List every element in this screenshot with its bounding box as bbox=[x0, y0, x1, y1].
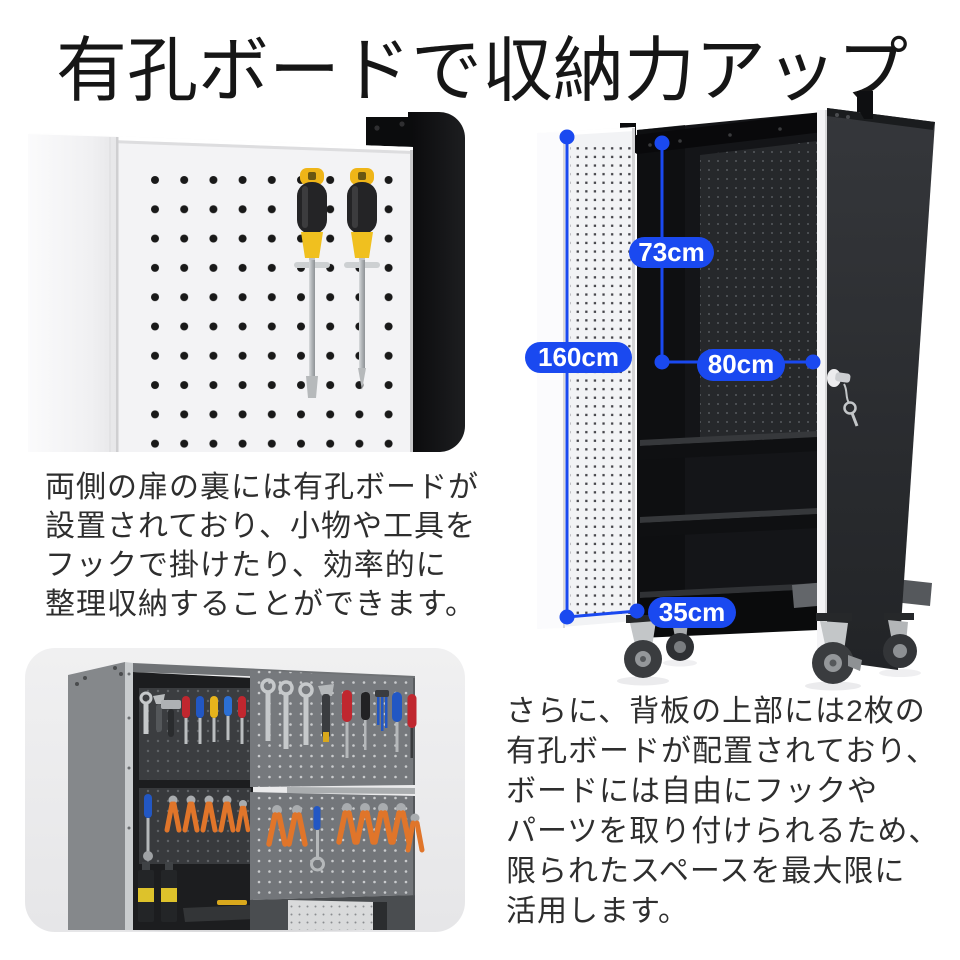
front-pillar bbox=[817, 110, 827, 660]
spray-can-icon bbox=[138, 862, 154, 922]
hammer-icon bbox=[161, 700, 181, 737]
dimension-label: 73cm bbox=[638, 237, 705, 267]
tools-storage-illustration bbox=[25, 648, 465, 932]
screwdriver-icon bbox=[361, 692, 370, 750]
tools-storage-photo bbox=[25, 648, 465, 932]
back-pegboard-holes bbox=[700, 141, 817, 457]
interior-tools bbox=[138, 691, 279, 922]
screwdriver-icon bbox=[210, 696, 218, 742]
lower-white-pegboard bbox=[288, 900, 387, 930]
caption-line: 活用します。 bbox=[506, 895, 689, 928]
caster-wheel bbox=[624, 615, 662, 678]
interior-pegboards bbox=[139, 688, 251, 864]
floor-shadows bbox=[617, 659, 921, 691]
shelf-edge-strip bbox=[287, 787, 415, 794]
key-lock bbox=[827, 369, 859, 427]
pliers-icon bbox=[336, 803, 358, 845]
pliers-icon bbox=[182, 795, 200, 833]
dimension-label: 80cm bbox=[708, 349, 775, 379]
pegboard-door-illustration bbox=[28, 111, 465, 452]
upper-door-tools bbox=[260, 678, 417, 758]
hex-key-set-icon bbox=[375, 690, 389, 731]
spray-can-icon bbox=[161, 862, 177, 922]
dimension-label: 160cm bbox=[538, 342, 619, 372]
pliers-icon bbox=[372, 803, 394, 845]
pliers-icon bbox=[164, 795, 182, 833]
dimension-overlay: 73cm 160cm 80cm 35cm bbox=[525, 129, 821, 628]
pliers-icon bbox=[286, 805, 308, 847]
pliers-icon bbox=[405, 813, 425, 853]
screwdriver-icon bbox=[392, 692, 402, 752]
wrench-icon bbox=[298, 682, 314, 745]
page-title: 有孔ボードで収納力アップ bbox=[56, 32, 909, 111]
open-pegboard-door bbox=[537, 127, 635, 629]
dimension-badge-total-height: 160cm bbox=[525, 342, 632, 373]
caption-line: 両側の扉の裏には有孔ボードが bbox=[45, 471, 479, 504]
door-pegboard-holes bbox=[570, 143, 632, 617]
caption-line: 有孔ボードが配置されており、 bbox=[506, 735, 937, 768]
dimension-badge-inner-width: 80cm bbox=[697, 349, 785, 381]
open-cabinet-photo: 73cm 160cm 80cm 35cm bbox=[480, 85, 950, 700]
brake-pedal bbox=[848, 655, 862, 671]
screwdriver-icon bbox=[342, 690, 352, 758]
wrench-icon bbox=[260, 678, 276, 741]
wrench-icon bbox=[278, 680, 294, 749]
caption-line: 整理収納することができます。 bbox=[45, 588, 476, 621]
ratchet-icon bbox=[143, 794, 153, 861]
hinge-bracket bbox=[857, 91, 873, 119]
ratchet-icon bbox=[310, 806, 325, 872]
screwdriver-icon bbox=[196, 696, 204, 744]
pliers-icon bbox=[218, 795, 236, 833]
dimension-badge-depth: 35cm bbox=[648, 597, 736, 628]
caption-line: 限られたスペースを最大限に bbox=[506, 855, 906, 888]
dimension-label: 35cm bbox=[659, 597, 726, 627]
lower-door-tools bbox=[266, 803, 425, 872]
closed-right-door bbox=[827, 91, 935, 670]
phillips-screwdriver bbox=[344, 168, 380, 390]
caster-wheel bbox=[883, 613, 917, 668]
caption-line: パーツを取り付けられるため、 bbox=[506, 815, 940, 848]
caster-wheel bbox=[812, 613, 862, 684]
caption-line: フックで掛けたり、効率的に bbox=[45, 549, 447, 582]
pliers-icon bbox=[354, 803, 376, 845]
caption-line: さらに、背板の上部には2枚の bbox=[506, 695, 926, 728]
pegboard-door-photo bbox=[25, 110, 465, 452]
right-caption: さらに、背板の上部には2枚の 有孔ボードが配置されており、 ボードには自由にフッ… bbox=[506, 692, 939, 932]
pliers-icon bbox=[266, 805, 288, 847]
upper-pegboard-door bbox=[250, 670, 415, 787]
screwdriver-icon bbox=[407, 694, 417, 758]
lower-pegboard-door bbox=[250, 792, 415, 900]
open-cabinet-illustration: 73cm 160cm 80cm 35cm bbox=[525, 91, 935, 691]
caption-line: 設置されており、小物や工具を bbox=[45, 510, 476, 543]
dimension-badge-inner-height: 73cm bbox=[629, 237, 714, 268]
wrench-icon bbox=[139, 691, 153, 734]
left-caption: 両側の扉の裏には有孔ボードが 設置されており、小物や工具を フックで掛けたり、効… bbox=[45, 468, 479, 624]
screwdriver-icon bbox=[238, 696, 246, 744]
screwdriver-icon bbox=[224, 696, 232, 740]
pliers-icon bbox=[200, 795, 218, 833]
adjustable-wrench-icon bbox=[318, 684, 334, 742]
pliers-icon bbox=[235, 800, 251, 833]
flathead-screwdriver bbox=[294, 168, 330, 398]
caption-line: ボードには自由にフックや bbox=[506, 775, 878, 808]
pillar-shade bbox=[825, 110, 827, 660]
cabinet-side-panel bbox=[366, 111, 465, 452]
screwdriver-icon bbox=[182, 696, 190, 744]
